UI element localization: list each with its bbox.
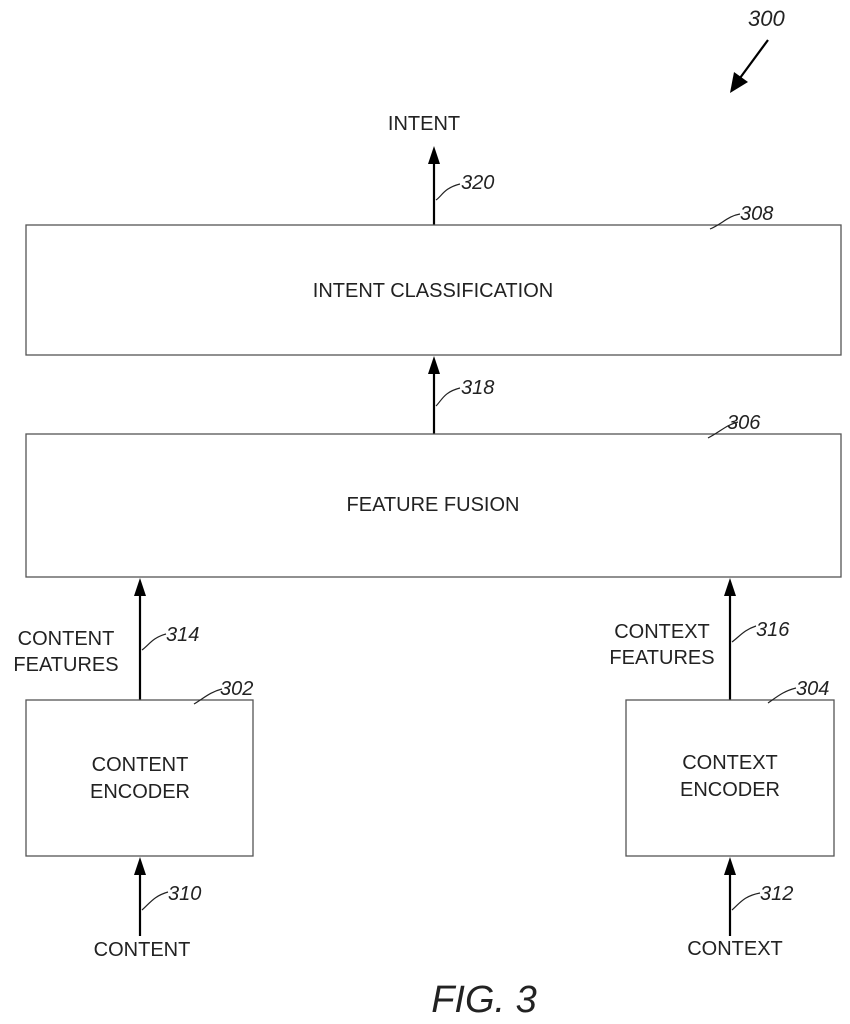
ref-320: 320 [461, 172, 494, 194]
ref-306: 306 [727, 412, 761, 434]
content-features-label-line1: CONTENT [18, 628, 115, 650]
ref-314: 314 [166, 624, 199, 646]
content-features-label-line2: FEATURES [13, 654, 118, 676]
intent-classification-label: INTENT CLASSIFICATION [313, 280, 553, 302]
content-input-arrow [134, 857, 146, 936]
content-encoder-block [26, 700, 253, 856]
figure-pointer-arrow [730, 40, 768, 93]
ref-304: 304 [796, 678, 829, 700]
leader-314 [142, 634, 166, 650]
content-encoder-label-line1: CONTENT [92, 754, 189, 776]
content-encoder-label-line2: ENCODER [90, 781, 190, 803]
context-encoder-label-line1: CONTEXT [682, 752, 778, 774]
leader-310 [142, 892, 168, 910]
figure-ref-300: 300 [748, 6, 785, 31]
figure-caption: FIG. 3 [431, 979, 537, 1021]
leader-318 [436, 388, 460, 406]
content-features-arrow [134, 578, 146, 700]
context-encoder-label-line2: ENCODER [680, 779, 780, 801]
content-input-label: CONTENT [94, 939, 191, 961]
ref-302: 302 [220, 678, 253, 700]
intent-output-label: INTENT [388, 113, 460, 135]
ref-316: 316 [756, 619, 790, 641]
leader-316 [732, 626, 756, 642]
leader-312 [732, 893, 760, 910]
context-input-label: CONTEXT [687, 938, 783, 960]
ref-318: 318 [461, 377, 494, 399]
context-encoder-block [626, 700, 834, 856]
context-input-arrow [724, 857, 736, 936]
leader-320 [436, 184, 460, 200]
ref-310: 310 [168, 883, 201, 905]
feature-fusion-label: FEATURE FUSION [347, 494, 520, 516]
context-features-label-line2: FEATURES [609, 647, 714, 669]
context-features-label-line1: CONTEXT [614, 621, 710, 643]
ref-308: 308 [740, 203, 773, 225]
intent-output-arrow [428, 146, 440, 225]
context-features-arrow [724, 578, 736, 700]
fusion-to-classification-arrow [428, 356, 440, 434]
ref-312: 312 [760, 883, 793, 905]
